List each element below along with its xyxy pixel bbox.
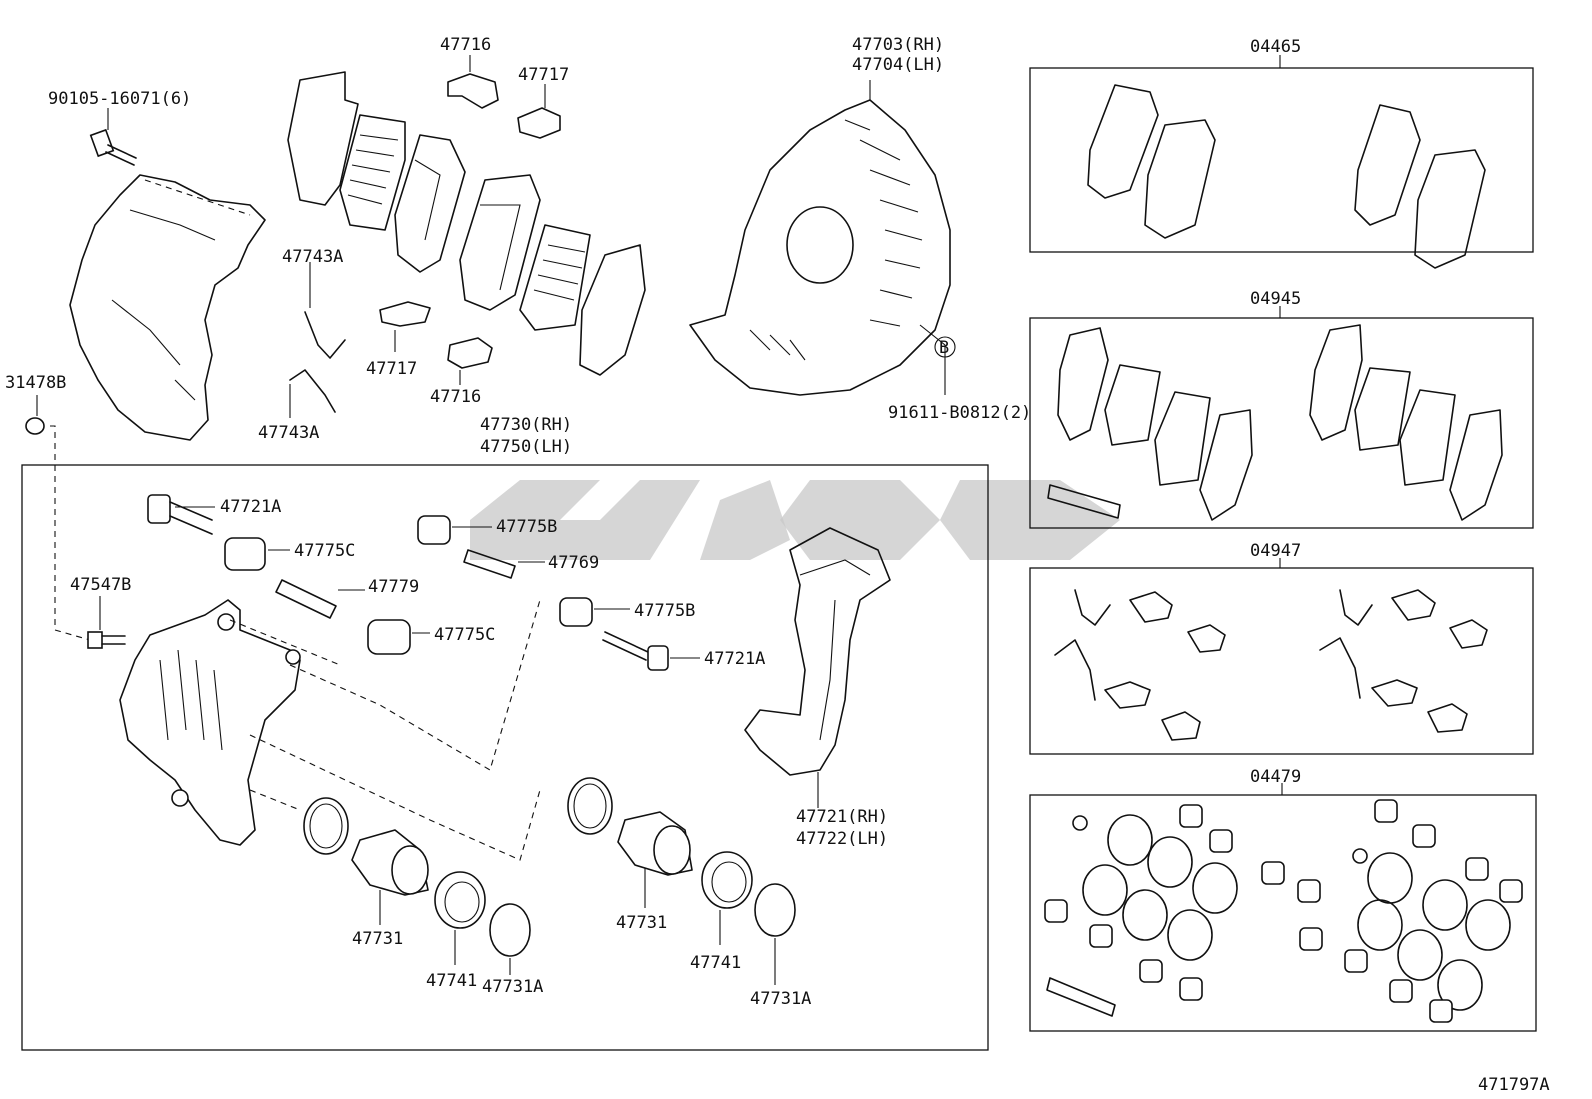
bushing-47775b-bottom [559,597,630,627]
label-47775c-bottom: 47775C [434,625,495,645]
label-47741-right: 47741 [690,953,741,973]
label-47721a-bottom: 47721A [704,649,765,669]
label-47775b-bottom: 47775B [634,601,695,621]
kit-04947-clips [1054,558,1488,741]
label-47731a-left: 47731A [482,977,543,997]
label-47769: 47769 [548,553,599,573]
piston-right [617,811,693,908]
label-47704: 47704(LH) [852,55,944,75]
b-marker: B [934,336,956,358]
label-47731a-right: 47731A [750,989,811,1009]
label-47741-left: 47741 [426,971,477,991]
piston-left [351,829,429,925]
slide-pin-47769 [463,549,545,579]
piston-boot-left [434,871,486,965]
pad-clip-47717-bottom [379,301,431,352]
label-47743a-top: 47743A [282,247,343,267]
b-marker-label: B [939,338,949,358]
label-47547b: 47547B [70,575,131,595]
diagram-id: 471797A [1478,1075,1550,1095]
label-47750: 47750(LH) [480,437,572,457]
label-31478b: 31478B [5,373,66,393]
label-47717-top: 47717 [518,65,569,85]
label-47721a-top: 47721A [220,497,281,517]
piston-seal-left [303,797,349,855]
bolt-47721a-top [147,494,215,535]
piston-seal-right [567,777,613,835]
pad-clip-47716-top [447,55,499,109]
kit-label-04465: 04465 [1250,37,1301,57]
label-47717-bottom: 47717 [366,359,417,379]
label-47775c-top: 47775C [294,541,355,561]
bushing-47775c-bottom [367,619,430,655]
kit-label-04945: 04945 [1250,289,1301,309]
label-47743a-bottom: 47743A [258,423,319,443]
label-47779: 47779 [368,577,419,597]
label-47731-left: 47731 [352,929,403,949]
kit-box-04947 [1029,567,1534,755]
bushing-47775c-top [224,537,290,571]
label-47716-top: 47716 [440,35,491,55]
label-90105: 90105-16071(6) [48,89,191,109]
label-47731-right: 47731 [616,913,667,933]
label-47730: 47730(RH) [480,415,572,435]
caliper-assembly-box [21,464,989,1051]
cap-31478b [25,395,91,641]
kit-04479-seals [1044,783,1523,1023]
kit-box-04479 [1029,794,1537,1032]
slide-pin-47779 [275,579,365,619]
steering-knuckle [69,174,266,441]
label-91611: 91611-B0812(2) [888,403,1031,423]
pad-anti-squeal-2 [519,224,591,331]
label-47722: 47722(LH) [796,829,888,849]
anti-rattle-spring-47743a [289,262,346,418]
pad-shim-outer-left [287,71,359,206]
pad-shim-outer-right [579,244,646,376]
bushing-47775b-top [417,515,492,545]
kit-04465-pads [1087,55,1486,269]
retaining-ring-right [754,883,796,985]
caliper-mounting-bracket [744,527,891,808]
kit-label-04947: 04947 [1250,541,1301,561]
pad-clip-47717-top [517,84,561,139]
bleeder-screw-47547b [87,596,126,649]
caliper-body [119,599,301,846]
label-47721: 47721(RH) [796,807,888,827]
kit-box-04945 [1029,317,1534,529]
bolt-90105 [89,128,137,166]
label-47716-bottom: 47716 [430,387,481,407]
bolt-47721a-bottom [602,631,700,671]
brake-pad-1 [394,134,466,273]
piston-boot-right [701,851,753,945]
label-47775b-top: 47775B [496,517,557,537]
brake-pad-2 [459,174,541,311]
pad-anti-squeal-1 [339,114,406,231]
pad-clip-47716-bottom [447,337,493,385]
label-47703: 47703(RH) [852,35,944,55]
retaining-ring-left [489,903,531,975]
kit-04945-pads [1047,306,1503,521]
kit-label-04479: 04479 [1250,767,1301,787]
disc-brake-dust-cover [689,80,951,396]
kit-box-04465 [1029,67,1534,253]
